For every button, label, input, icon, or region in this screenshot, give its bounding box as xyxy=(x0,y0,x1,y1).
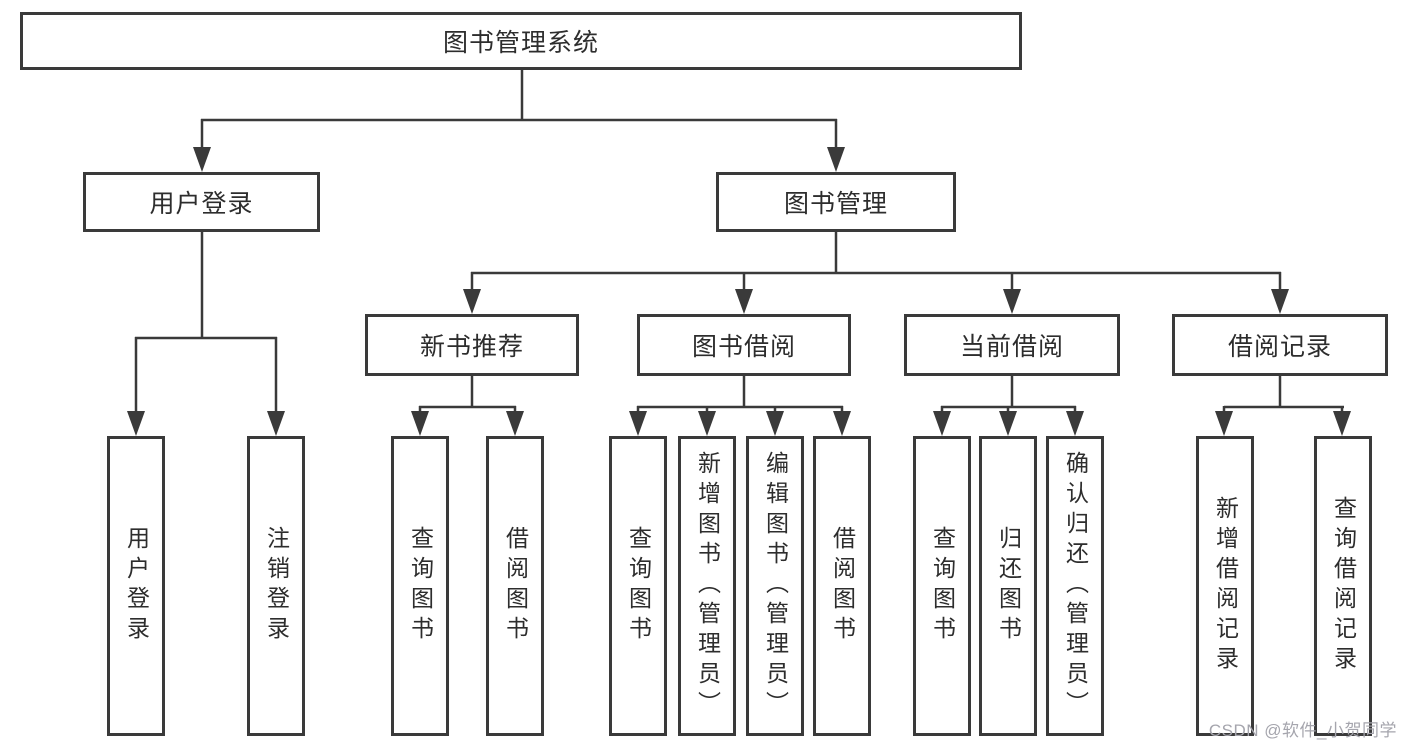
leaf-query-books-borrowing: 查询图书 xyxy=(609,436,667,736)
leaf-label: 编辑图书（管理员） xyxy=(762,451,789,721)
node-new-book-recommendation: 新书推荐 xyxy=(365,314,579,376)
node-book-borrowing: 图书借阅 xyxy=(637,314,851,376)
leaf-label: 新增借阅记录 xyxy=(1212,496,1239,676)
leaf-query-borrow-record: 查询借阅记录 xyxy=(1314,436,1372,736)
leaf-label: 查询图书 xyxy=(407,526,434,646)
leaf-label: 注销登录 xyxy=(263,526,290,646)
node-borrowing-records: 借阅记录 xyxy=(1172,314,1388,376)
leaf-label: 用户登录 xyxy=(123,526,150,646)
node-user-login: 用户登录 xyxy=(83,172,320,232)
leaf-label: 查询图书 xyxy=(625,526,652,646)
leaf-edit-book-admin: 编辑图书（管理员） xyxy=(746,436,804,736)
csdn-watermark: CSDN @软件_小贺同学 xyxy=(1208,721,1397,740)
node-current-borrowing: 当前借阅 xyxy=(904,314,1120,376)
node-book-management: 图书管理 xyxy=(716,172,956,232)
leaf-label: 借阅图书 xyxy=(502,526,529,646)
leaf-label: 新增图书（管理员） xyxy=(694,451,721,721)
leaf-label: 确认归还（管理员） xyxy=(1062,451,1089,721)
leaf-confirm-return-admin: 确认归还（管理员） xyxy=(1046,436,1104,736)
leaf-label: 归还图书 xyxy=(995,526,1022,646)
leaf-query-books-recommend: 查询图书 xyxy=(391,436,449,736)
leaf-borrow-books-borrowing: 借阅图书 xyxy=(813,436,871,736)
leaf-label: 查询图书 xyxy=(929,526,956,646)
leaf-label: 查询借阅记录 xyxy=(1330,496,1357,676)
leaf-borrow-books-recommend: 借阅图书 xyxy=(486,436,544,736)
leaf-add-borrow-record: 新增借阅记录 xyxy=(1196,436,1254,736)
leaf-query-books-current: 查询图书 xyxy=(913,436,971,736)
leaf-return-book: 归还图书 xyxy=(979,436,1037,736)
leaf-add-book-admin: 新增图书（管理员） xyxy=(678,436,736,736)
leaf-logout: 注销登录 xyxy=(247,436,305,736)
leaf-user-login: 用户登录 xyxy=(107,436,165,736)
leaf-label: 借阅图书 xyxy=(829,526,856,646)
node-library-management-system: 图书管理系统 xyxy=(20,12,1022,70)
